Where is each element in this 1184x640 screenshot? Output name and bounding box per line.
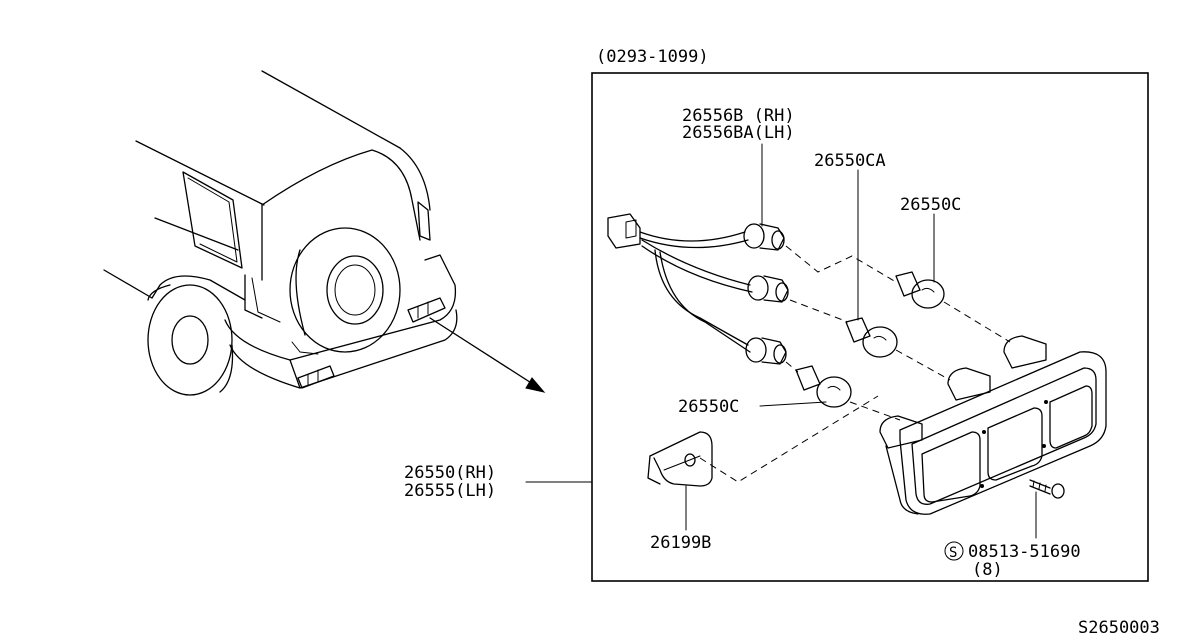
screw-symbol-badge: S [944,541,964,561]
callout-bulb-c-top: 26550C [900,195,961,215]
callout-assembly-rh: 26550(RH) [404,463,496,483]
socket-middle [747,275,789,303]
leader-lines [525,143,1037,539]
callout-screw-qty: (8) [972,560,1003,580]
harness-assembly [607,213,789,365]
assembly-dashed-lines [699,245,1011,483]
detail-arrow [429,317,546,393]
vehicle-rear-illustration [103,70,458,396]
screw [1029,479,1065,499]
bulb-upper [895,271,945,309]
callout-bulb-c-bottom: 26550C [678,397,739,417]
callout-assembly-lh: 26555(LH) [404,481,496,501]
screw-symbol-letter: S [949,545,957,561]
bulb-middle [845,317,898,358]
callout-screw-part: 08513-51690 [968,542,1081,562]
bulb-lower [795,365,852,408]
callout-bracket: 26199B [650,533,711,553]
date-range-label: (0293-1099) [596,47,709,67]
socket-lower [745,337,787,365]
lamp-housing [879,335,1107,515]
callout-socket-rh: 26556B (RH) [682,106,795,126]
socket-upper [743,223,785,251]
callout-bulb-ca: 26550CA [814,151,886,171]
callout-socket-lh: 26556BA(LH) [682,123,795,143]
bracket [647,431,713,487]
detail-frame [591,72,1149,582]
figure-code: S2650003 [1078,618,1160,638]
